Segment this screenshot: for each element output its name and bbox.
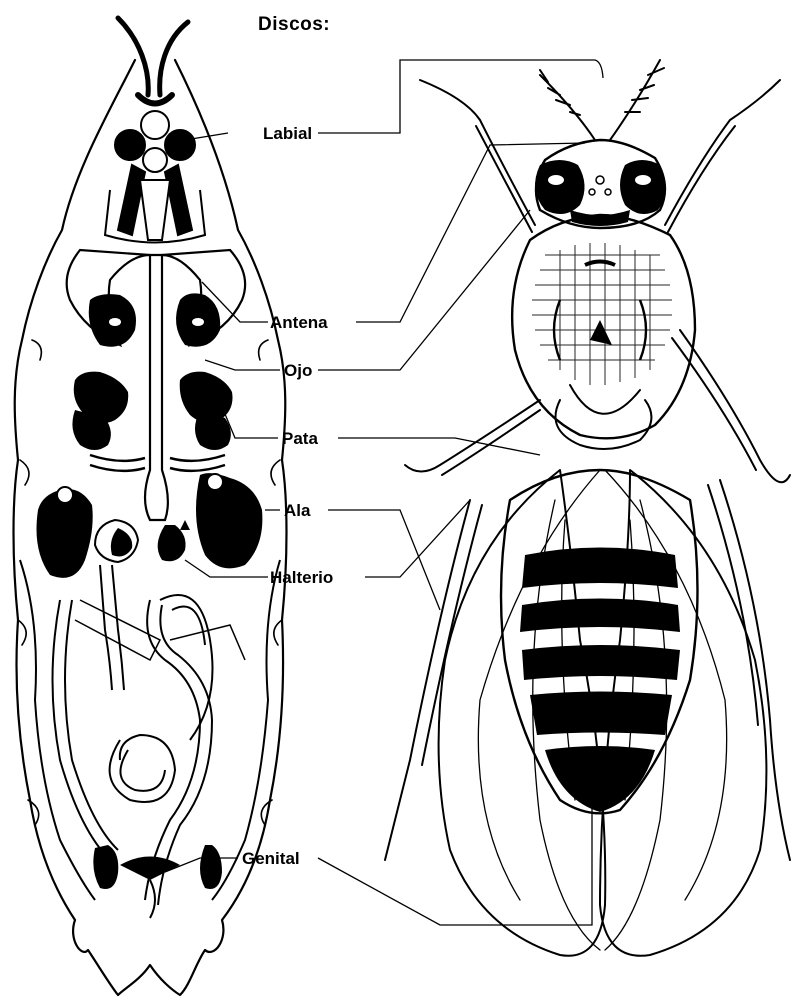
leader-genital — [165, 780, 592, 925]
larva-mouth-hooks — [118, 18, 188, 95]
label-ojo: Ojo — [284, 361, 312, 380]
fly-eye-left — [535, 160, 585, 214]
abdomen-band-3 — [522, 645, 680, 680]
discs-heading: Discos: — [258, 14, 330, 35]
label-pata: Pata — [282, 429, 318, 448]
leader-pata — [215, 390, 540, 455]
fly-thorax-outline — [512, 215, 695, 438]
fly-leg-hind-left — [385, 500, 482, 860]
label-halterio: Halterio — [270, 568, 333, 587]
labial-disc-group — [115, 111, 195, 240]
fly-eye-right — [620, 160, 666, 214]
abdomen-band-4 — [530, 692, 672, 736]
label-genital: Genital — [242, 849, 300, 868]
genital-disc — [93, 845, 222, 918]
leader-ala — [265, 510, 440, 610]
antenna-arista-right — [610, 60, 664, 140]
abdomen-band-2 — [520, 599, 680, 633]
fly-eyes — [535, 160, 666, 214]
leader-antena — [202, 143, 585, 322]
label-ala: Ala — [284, 501, 311, 520]
fly-leg-mid-right — [672, 330, 790, 482]
label-antena: Antena — [270, 313, 328, 332]
larva-gut — [20, 560, 280, 905]
thorax-texture — [532, 243, 672, 385]
fly-leg-hind-right — [708, 480, 790, 860]
leader-ojo — [205, 210, 530, 370]
fly-leg-front-right — [665, 80, 780, 232]
label-labial: Labial — [263, 124, 312, 143]
abdomen-band-1 — [522, 548, 678, 589]
fly-leg-front-left — [420, 80, 535, 232]
haltere-discs — [95, 520, 190, 562]
adult-fly-drawing — [385, 60, 790, 956]
antenna-arista-left — [540, 70, 595, 140]
